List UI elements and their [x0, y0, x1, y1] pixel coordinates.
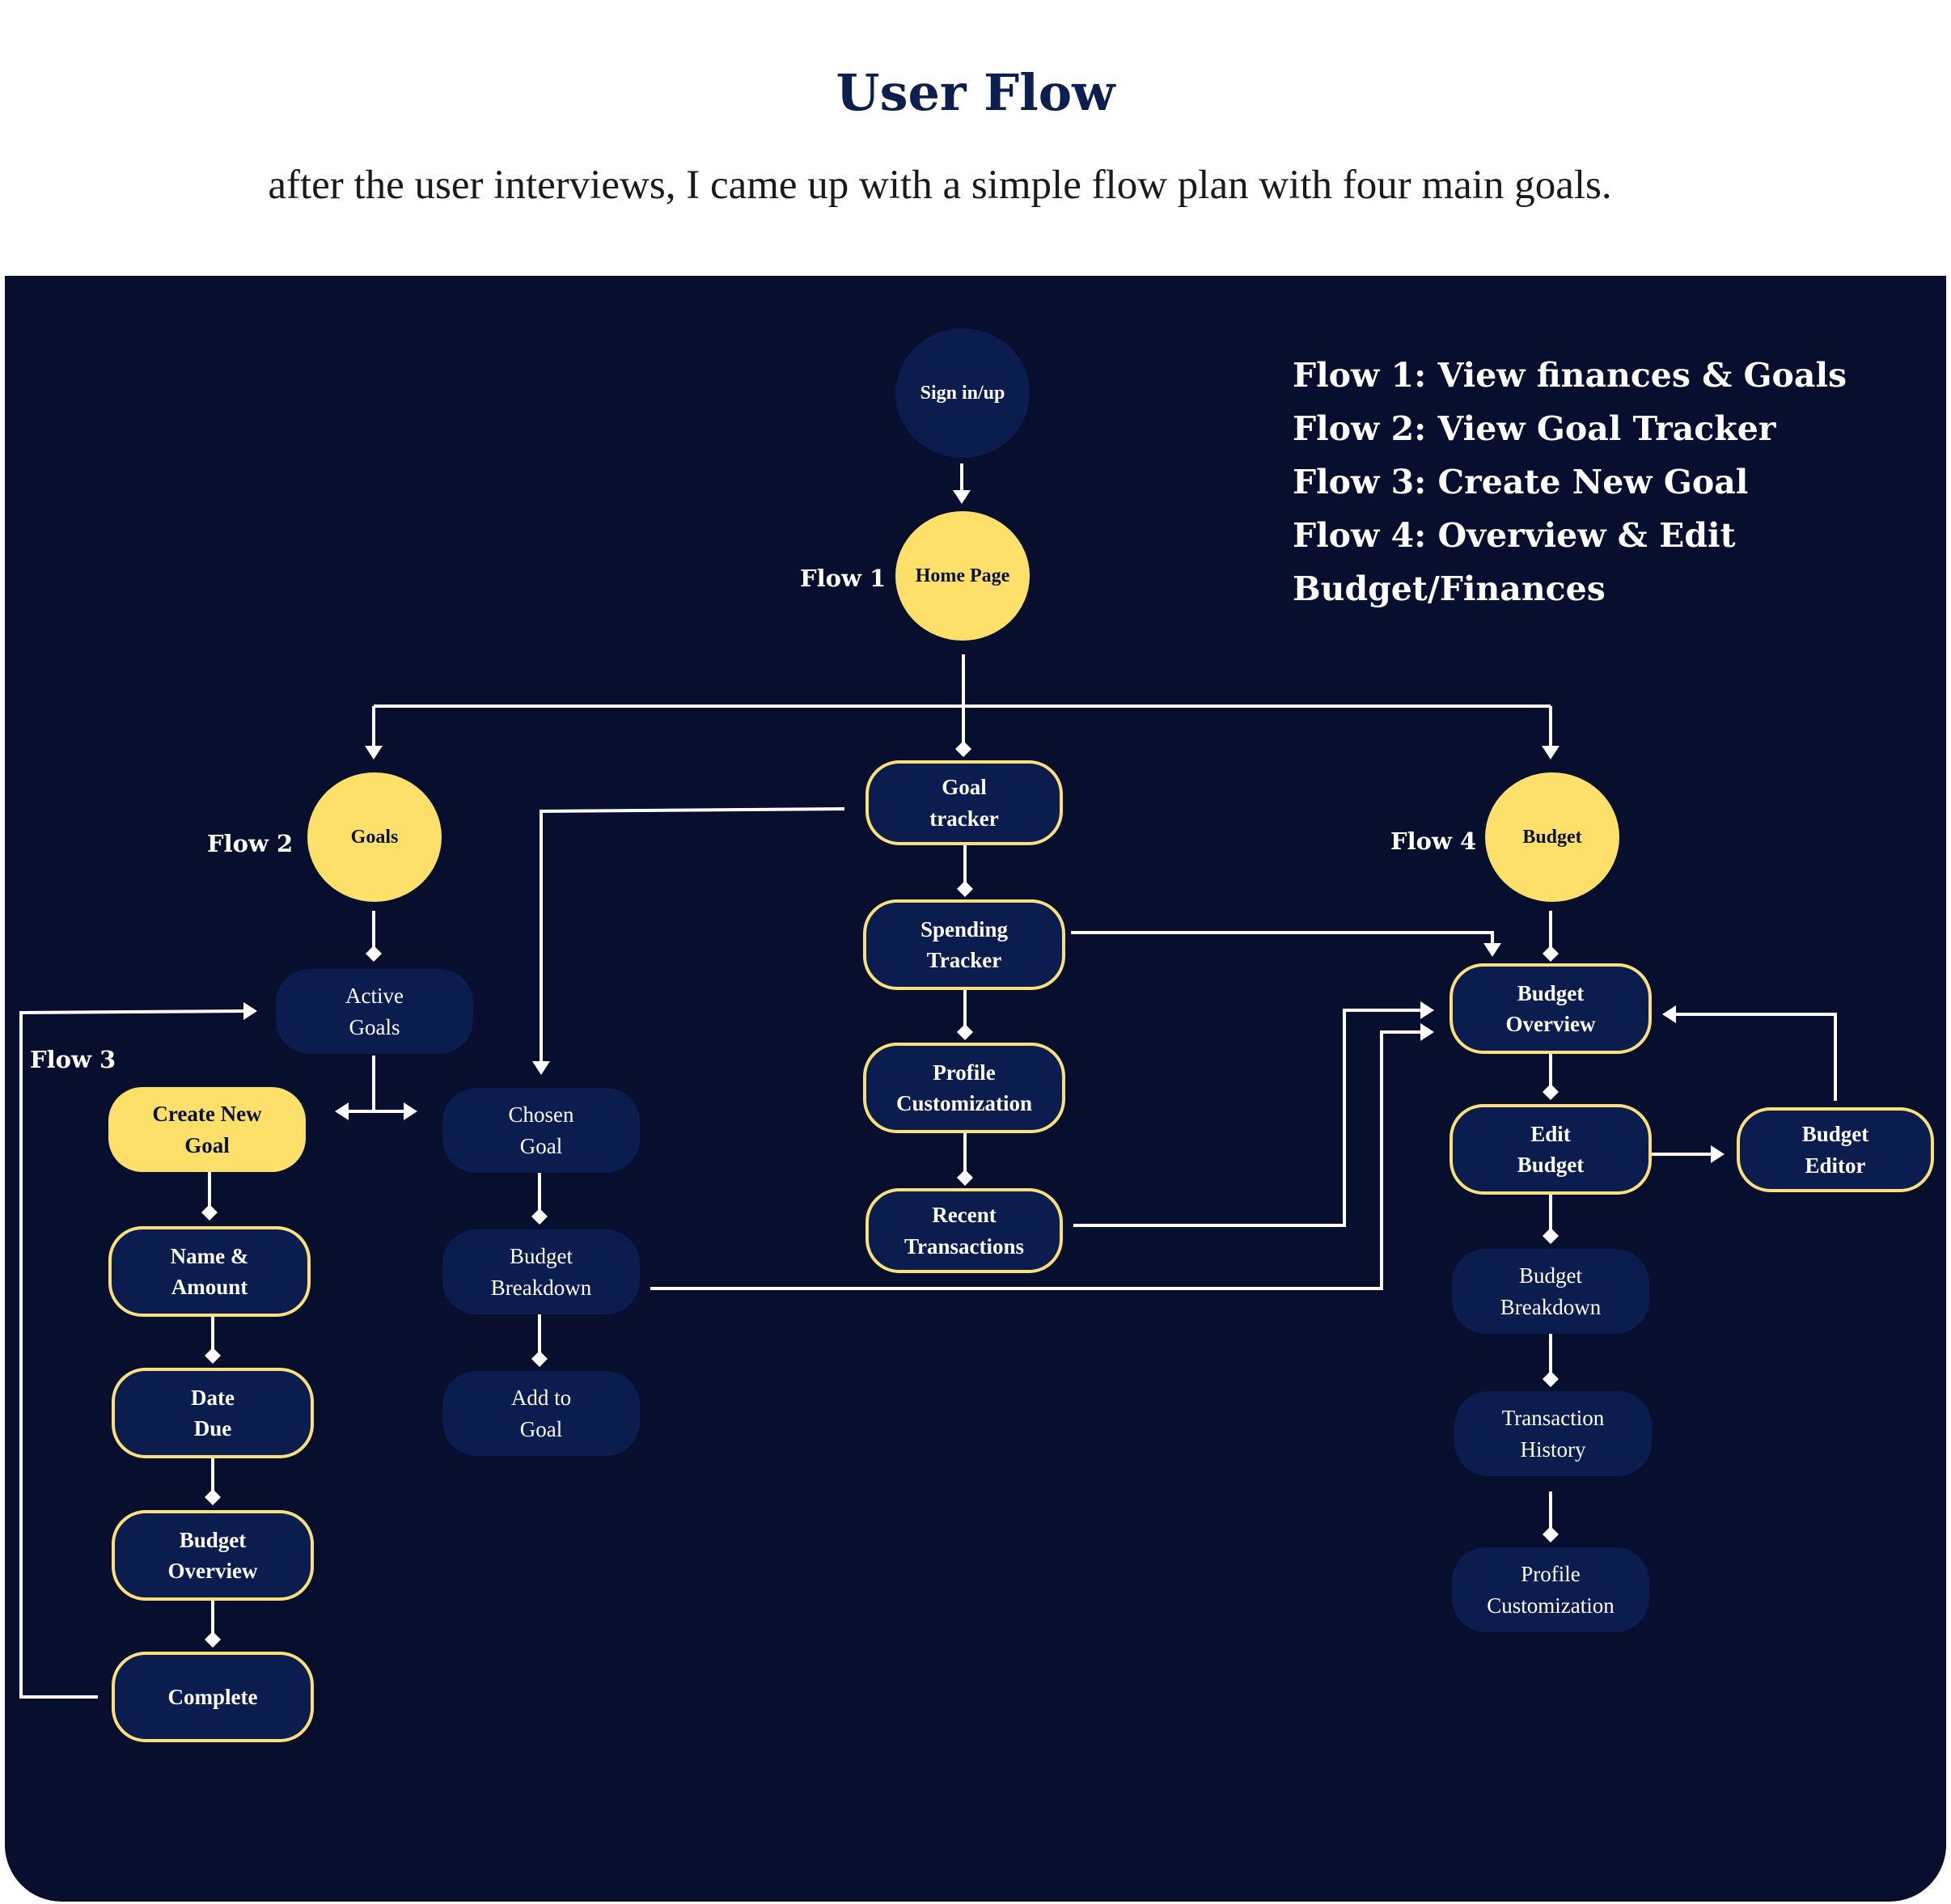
arrowhead-split-chosen — [404, 1102, 417, 1120]
arrowhead-branch-goals — [365, 746, 383, 759]
arrowhead-signin-home — [953, 490, 971, 504]
budget-breakdown-right-node[interactable]: Budget Breakdown — [1452, 1249, 1649, 1334]
budget-node[interactable]: Budget — [1485, 772, 1619, 902]
flow-diagram-panel: Flow 1: View finances & Goals Flow 2: Vi… — [5, 276, 1946, 1902]
legend-item-flow2: Flow 2: View Goal Tracker — [1293, 409, 1776, 448]
page-subtitle: after the user interviews, I came up wit… — [268, 163, 1612, 208]
legend-item-flow4-cont: Budget/Finances — [1293, 569, 1606, 608]
diamond-profile-recent — [957, 1170, 973, 1186]
connectors — [19, 463, 1837, 1699]
flow1-label: Flow 1 — [800, 565, 887, 592]
goal-tracker-node[interactable]: Goal tracker — [865, 760, 1063, 845]
budget-breakdown-mid-node[interactable]: Budget Breakdown — [442, 1229, 640, 1314]
date-due-node[interactable]: Date Due — [112, 1368, 314, 1458]
diamond-home-goaltracker — [955, 741, 971, 757]
arrowhead-branch-budget — [1542, 746, 1560, 759]
diamond-overview-complete — [205, 1631, 221, 1648]
recent-transactions-node[interactable]: Recent Transactions — [865, 1188, 1063, 1273]
add-to-goal-node[interactable]: Add to Goal — [442, 1371, 640, 1456]
legend-item-flow1: Flow 1: View finances & Goals — [1293, 356, 1847, 395]
diamond-breakdown-history — [1543, 1371, 1559, 1387]
sign-in-node[interactable]: Sign in/up — [895, 328, 1030, 458]
diamond-create-name — [201, 1204, 218, 1221]
diamond-name-date — [205, 1348, 221, 1364]
home-page-node[interactable]: Home Page — [895, 511, 1030, 641]
edit-budget-node[interactable]: Edit Budget — [1449, 1104, 1652, 1195]
diamond-history-profile — [1543, 1526, 1559, 1542]
diamond-overview-edit — [1543, 1084, 1559, 1100]
arrowhead-split-create — [335, 1102, 349, 1120]
diamond-spending-profile — [957, 1024, 973, 1040]
profile-customization-center-node[interactable]: Profile Customization — [863, 1043, 1065, 1133]
chosen-goal-node[interactable]: Chosen Goal — [442, 1088, 640, 1173]
arrowhead-complete-activegoals — [243, 1002, 257, 1020]
diamond-date-overview — [205, 1489, 221, 1505]
diamond-edit-breakdown — [1543, 1228, 1559, 1244]
diamond-breakdown-addtogoal — [531, 1351, 548, 1367]
diamond-chosen-breakdown — [531, 1208, 548, 1225]
arrowhead-edit-editor — [1711, 1145, 1725, 1163]
connector-complete-activegoals — [19, 1009, 248, 1699]
arrowhead-spending-budgetoverview — [1483, 943, 1501, 957]
flow4-label: Flow 4 — [1390, 827, 1477, 855]
flow2-label: Flow 2 — [207, 830, 294, 857]
arrowhead-breakdown-budgetoverview — [1420, 1023, 1434, 1041]
diamond-budget-budgetoverview — [1543, 946, 1559, 962]
flow3-label: Flow 3 — [30, 1046, 116, 1073]
connector-breakdown-budgetoverview — [650, 1030, 1424, 1290]
page-title: User Flow — [836, 63, 1115, 122]
arrowhead-goaltracker-chosengoal — [532, 1061, 550, 1075]
legend-item-flow4: Flow 4: Overview & Edit — [1293, 516, 1736, 555]
connector-spending-budgetoverview — [1071, 931, 1494, 947]
budget-overview-right-node[interactable]: Budget Overview — [1449, 963, 1652, 1054]
connector-goaltracker-chosengoal — [540, 807, 845, 1067]
active-goals-node[interactable]: Active Goals — [276, 969, 473, 1054]
diamond-goals-activegoals — [366, 946, 382, 962]
create-new-goal-node[interactable]: Create New Goal — [108, 1087, 306, 1172]
arrowhead-recent-budgetoverview — [1420, 1001, 1434, 1019]
complete-node[interactable]: Complete — [112, 1652, 314, 1742]
legend-item-flow3: Flow 3: Create New Goal — [1293, 463, 1749, 501]
connector-editor-overview — [1674, 1013, 1837, 1101]
arrowhead-editor-overview — [1662, 1005, 1676, 1023]
spending-tracker-node[interactable]: Spending Tracker — [863, 899, 1065, 990]
name-amount-node[interactable]: Name & Amount — [108, 1226, 311, 1317]
profile-customization-right-node[interactable]: Profile Customization — [1452, 1547, 1649, 1632]
transaction-history-node[interactable]: Transaction History — [1454, 1391, 1652, 1476]
connector-recent-budgetoverview — [1073, 1009, 1424, 1227]
flow-legend: Flow 1: View finances & Goals Flow 2: Vi… — [1293, 349, 1847, 616]
budget-overview-left-node[interactable]: Budget Overview — [112, 1510, 314, 1601]
goals-node[interactable]: Goals — [307, 772, 442, 902]
budget-editor-node[interactable]: Budget Editor — [1737, 1107, 1934, 1192]
diamond-goaltracker-spending — [957, 881, 973, 897]
